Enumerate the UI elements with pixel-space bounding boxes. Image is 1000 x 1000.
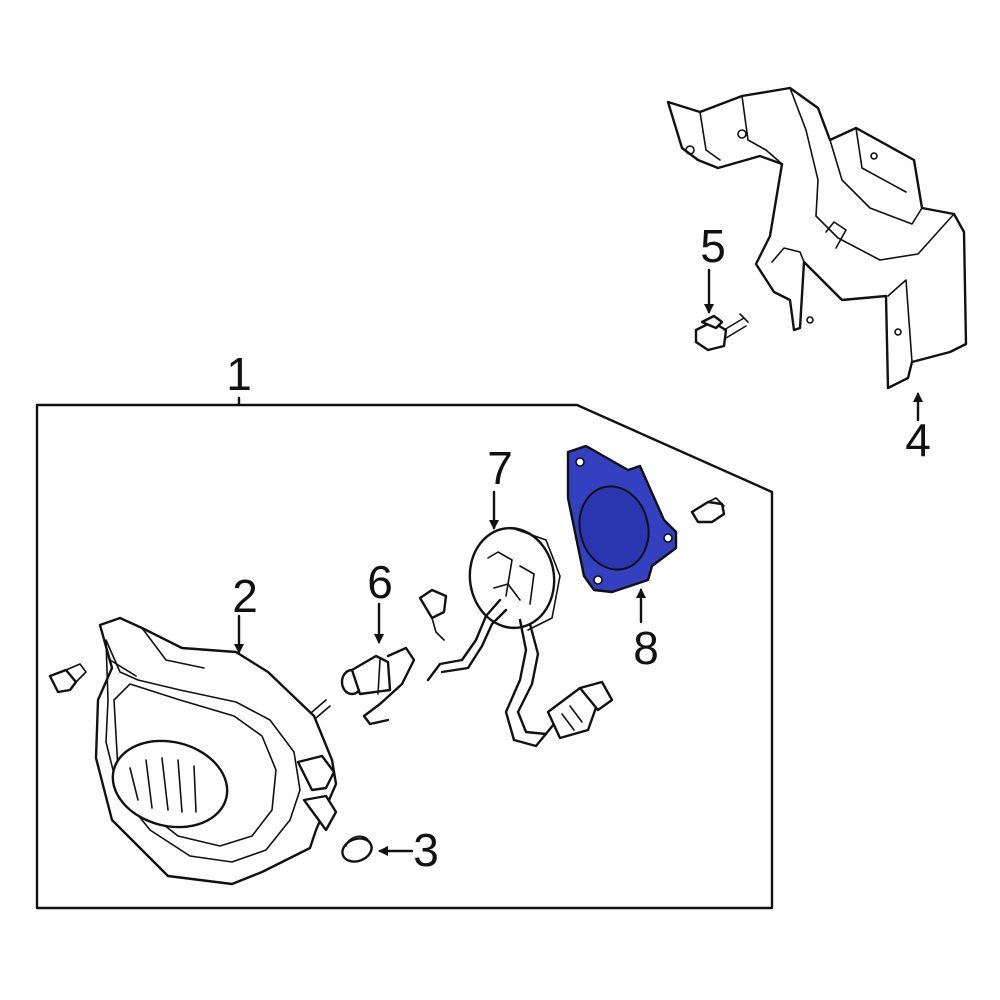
gasket-part-highlighted[interactable] bbox=[566, 444, 678, 594]
cap-part[interactable] bbox=[339, 835, 375, 866]
callout-5: 5 bbox=[700, 220, 726, 272]
callout-6: 6 bbox=[367, 556, 393, 608]
socket-harness-part[interactable] bbox=[418, 523, 614, 748]
mounting-bracket-part[interactable] bbox=[666, 86, 968, 390]
bolt-part[interactable] bbox=[694, 313, 749, 352]
fog-lamp-housing-part[interactable] bbox=[94, 616, 338, 886]
callout-2: 2 bbox=[232, 570, 258, 622]
bulb-part[interactable] bbox=[340, 646, 416, 726]
callout-7: 7 bbox=[487, 442, 513, 494]
callout-8: 8 bbox=[633, 622, 659, 674]
callout-3: 3 bbox=[413, 824, 439, 876]
callout-1: 1 bbox=[226, 348, 252, 400]
lamp-clip-part[interactable] bbox=[48, 663, 87, 694]
leader-lines bbox=[234, 268, 923, 856]
callout-labels: 1 2 3 4 5 6 7 8 bbox=[226, 220, 931, 876]
callout-4: 4 bbox=[905, 414, 931, 466]
screw-part[interactable] bbox=[690, 497, 726, 524]
assembly-outline bbox=[35, 396, 774, 910]
